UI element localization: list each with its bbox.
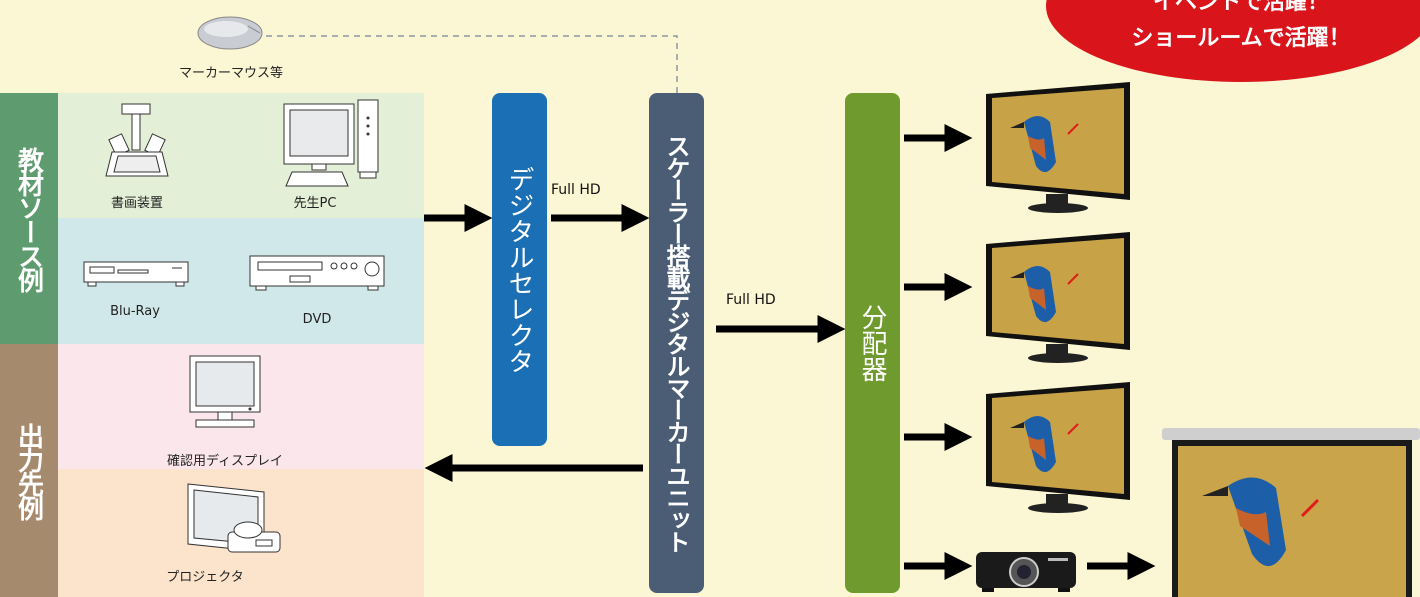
digital-selector-block: デジタルセレクタ: [492, 93, 547, 446]
projector-label: プロジェクタ: [166, 570, 244, 585]
mouse-label: マーカーマウス等: [178, 66, 283, 81]
confirm-display-label: 確認用ディスプレイ: [166, 454, 284, 469]
projection-screen: [1162, 428, 1420, 597]
marker-unit-block: スケーラー搭載デジタルマーカーユニット: [649, 93, 704, 593]
monitor-2: [986, 232, 1130, 363]
confirm-display-icon: [189, 355, 261, 428]
dvd-player-icon: [249, 255, 385, 291]
bluray-label: Blu-Ray: [110, 304, 160, 319]
splitter-block: 分配器: [845, 93, 900, 593]
bluray-player-icon: [83, 261, 189, 287]
mouse-connection-line: [266, 35, 678, 93]
monitor-1: [986, 82, 1130, 213]
selector-output-label: Full HD: [551, 182, 601, 198]
document-camera-icon: [105, 103, 169, 177]
projector-screen-icon: [187, 483, 281, 553]
category-output: 出力先例: [0, 344, 58, 597]
monitor-3: [986, 382, 1130, 513]
unit-output-label: Full HD: [726, 292, 776, 308]
banner-line-2: ショールームで活躍！: [1131, 26, 1351, 51]
document-camera-label: 書画装置: [110, 196, 163, 211]
teacher-pc-label: 先生PC: [293, 196, 337, 211]
category-input: 教材ソース例: [0, 93, 58, 344]
banner-line-1: イベントで活躍！: [1152, 0, 1329, 15]
projector-icon: [976, 552, 1076, 592]
dvd-label: DVD: [302, 312, 332, 327]
mouse-icon: [197, 16, 263, 50]
teacher-pc-icon: [283, 99, 379, 187]
